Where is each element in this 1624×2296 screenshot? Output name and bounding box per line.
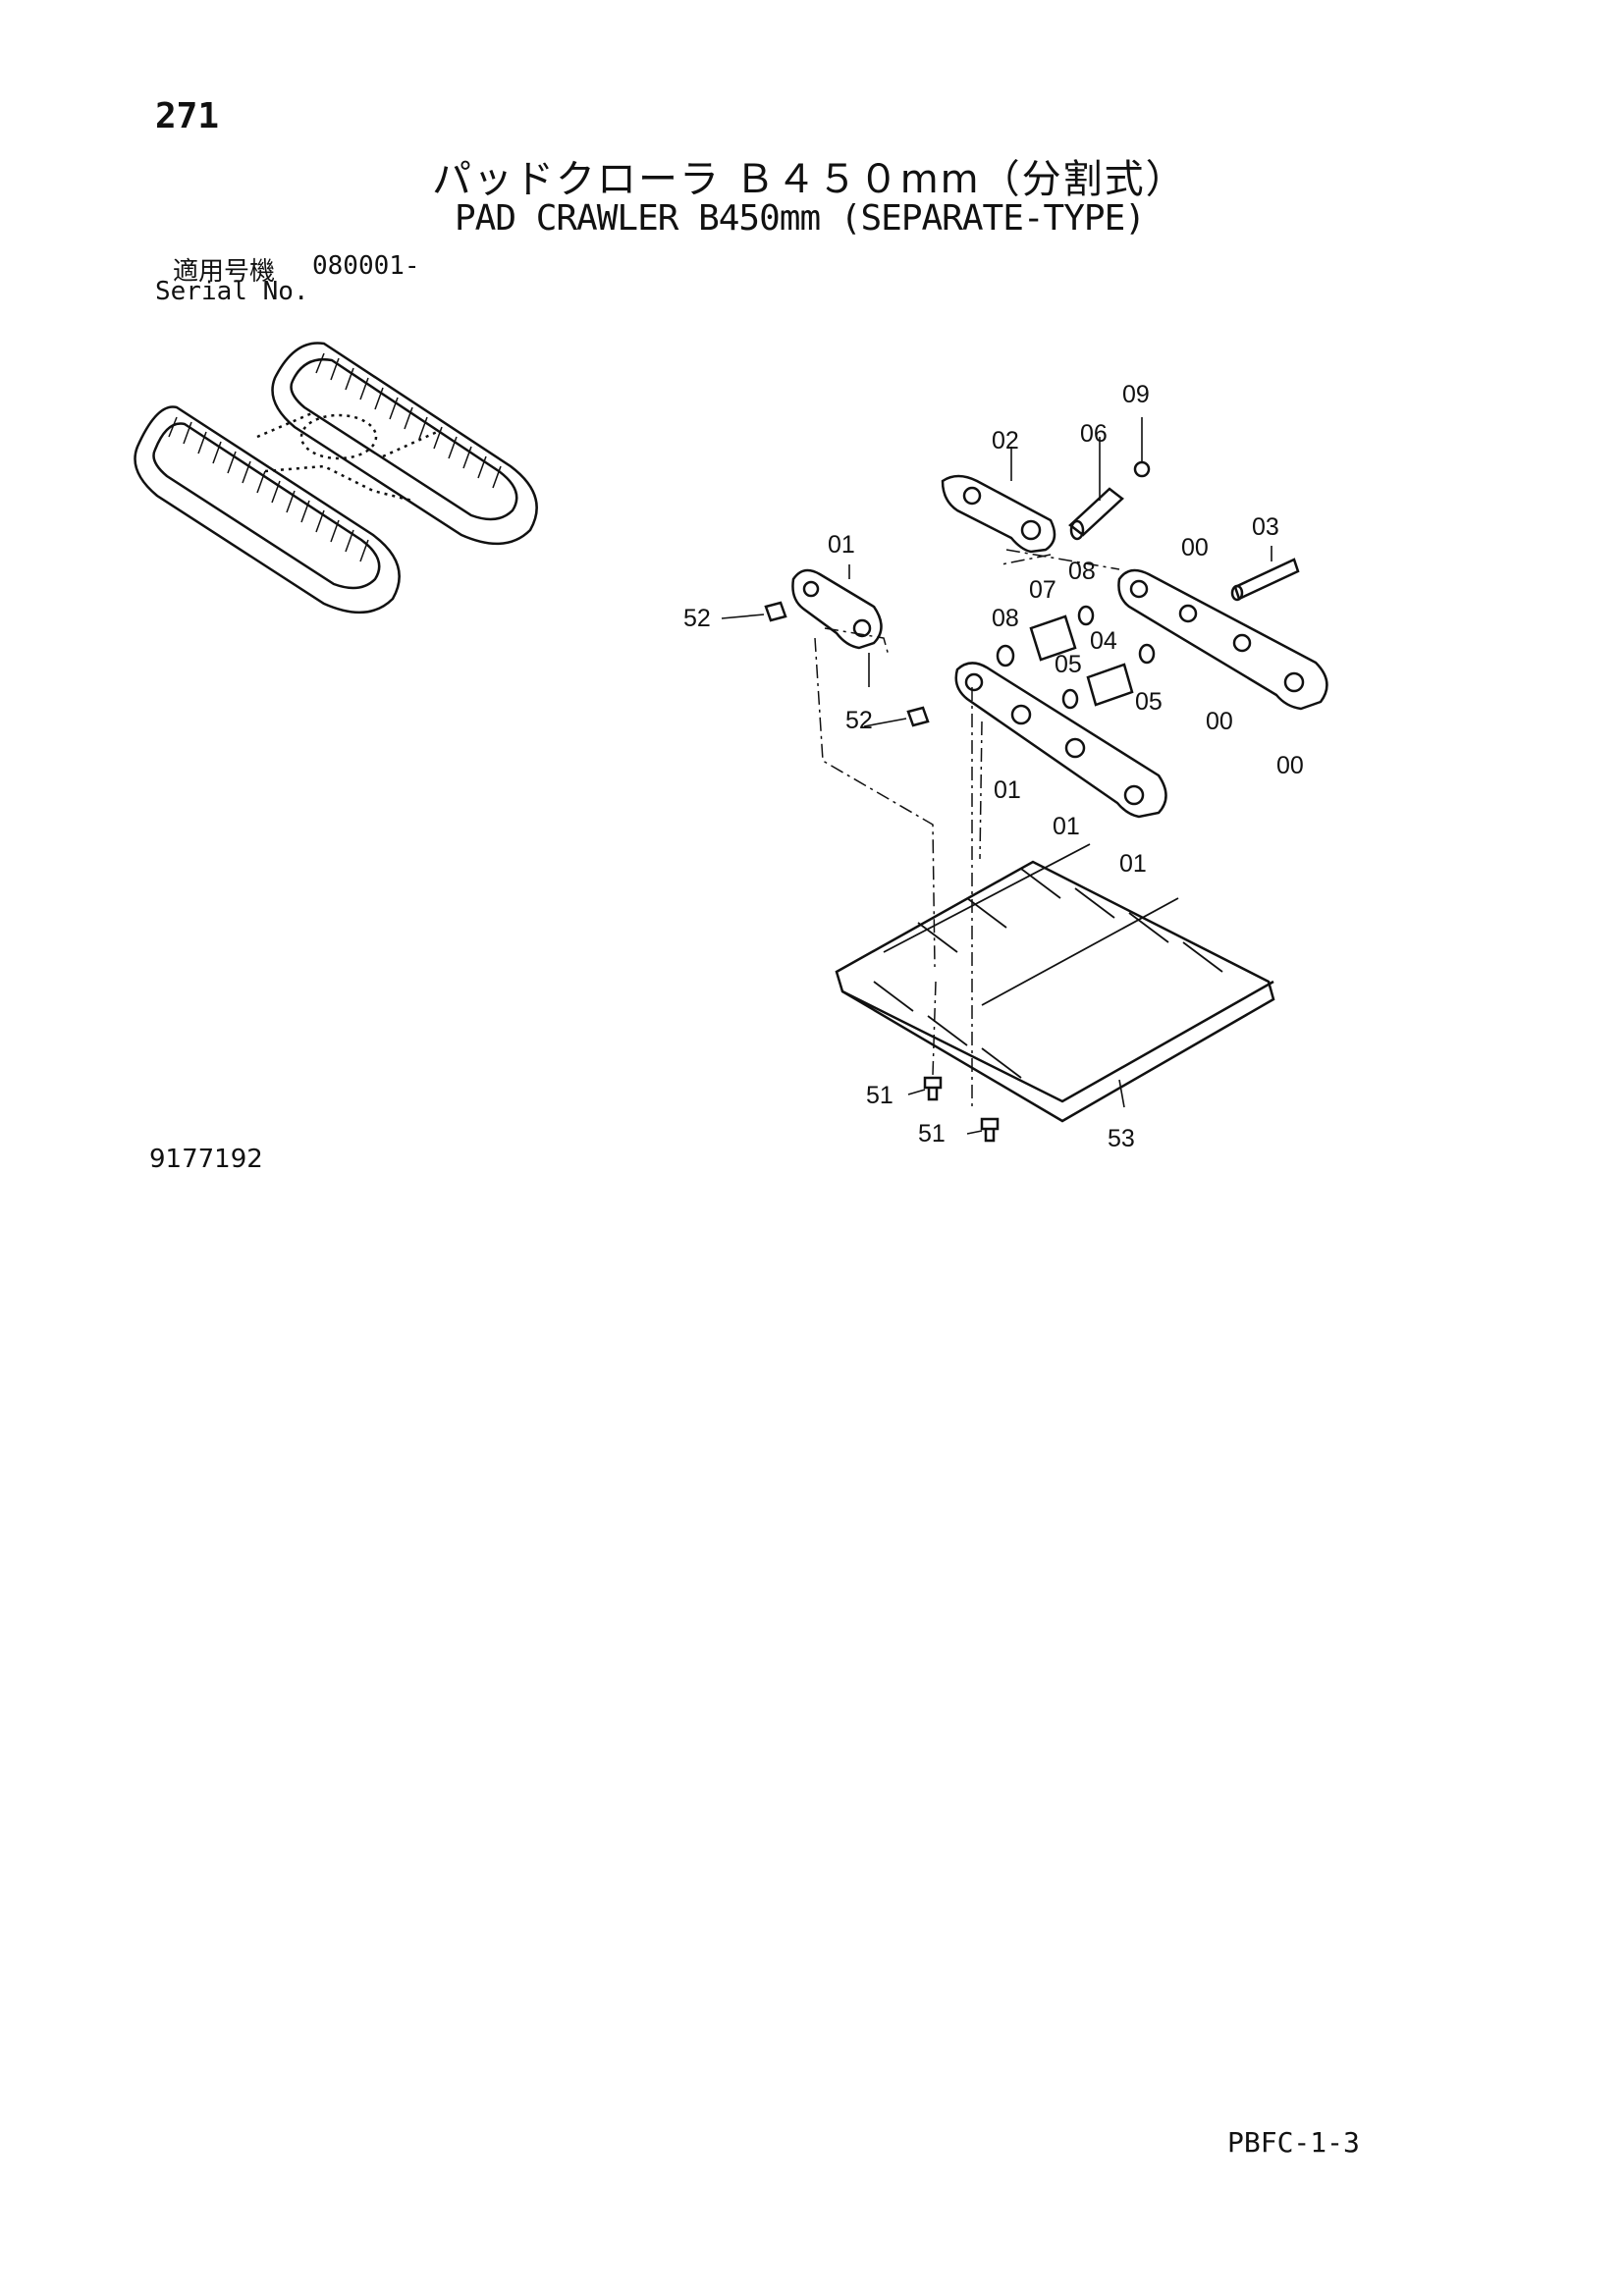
page-title-english: PAD CRAWLER B450mm (SEPARATE-TYPE) xyxy=(455,198,1146,239)
callout-label: 53 xyxy=(1108,1125,1135,1152)
callout-label: 00 xyxy=(1206,708,1233,735)
drawing-number: 9177192 xyxy=(149,1145,263,1174)
callout-label: 51 xyxy=(918,1120,946,1148)
page-title-japanese: パッドクローラ Ｂ４５０mm（分割式） xyxy=(432,157,1187,202)
callout-label: 52 xyxy=(845,707,873,734)
serial-label-english: Serial No. xyxy=(155,277,309,306)
callout-label: 06 xyxy=(1080,420,1108,448)
callout-labels: 09 02 06 03 01 00 08 07 52 08 04 05 05 0… xyxy=(683,381,1304,1152)
callout-label: 00 xyxy=(1276,752,1304,779)
page-code: PBFC-1-3 xyxy=(1227,2126,1360,2159)
callout-label: 52 xyxy=(683,605,711,632)
callout-label: 01 xyxy=(828,531,855,559)
callout-label: 01 xyxy=(1053,813,1080,840)
callout-label: 03 xyxy=(1252,513,1279,541)
callout-label: 02 xyxy=(992,427,1019,454)
callout-label: 01 xyxy=(994,776,1021,804)
callout-label: 08 xyxy=(1068,558,1096,585)
page-number: 271 xyxy=(155,96,220,136)
serial-label-japanese: 適用号機 xyxy=(173,257,276,287)
crawler-overview-illustration xyxy=(134,342,538,614)
callout-label: 04 xyxy=(1090,627,1117,655)
callout-label: 51 xyxy=(866,1082,893,1109)
callout-label: 07 xyxy=(1029,576,1056,604)
callout-label: 05 xyxy=(1055,651,1082,678)
callout-label: 08 xyxy=(992,605,1019,632)
callout-label: 00 xyxy=(1181,534,1209,561)
callout-label: 01 xyxy=(1119,850,1147,878)
serial-number-value: 080001- xyxy=(312,251,420,281)
callout-label: 09 xyxy=(1122,381,1150,408)
callout-label: 05 xyxy=(1135,688,1163,716)
